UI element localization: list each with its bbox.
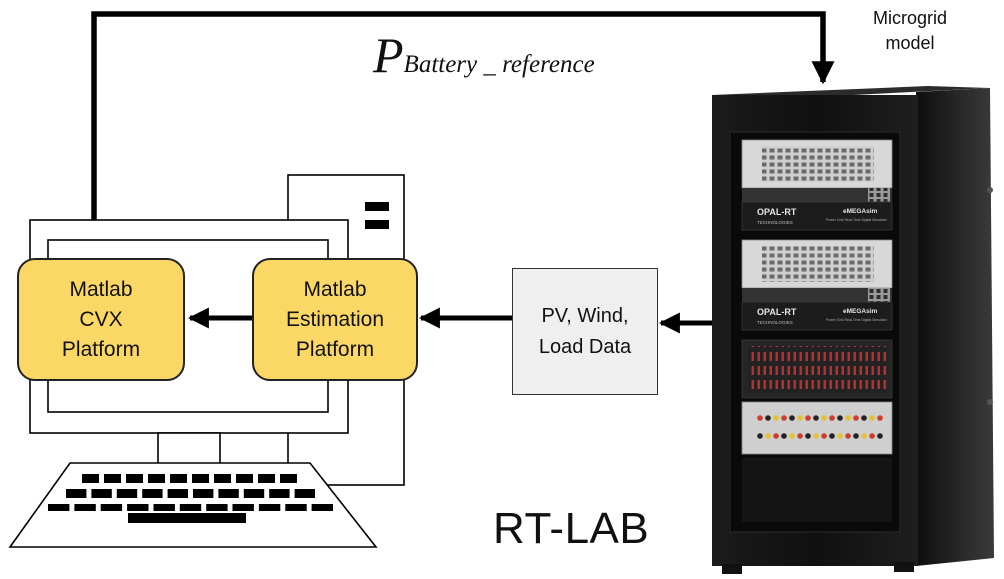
banana-jack	[757, 433, 763, 439]
key	[294, 489, 315, 498]
key	[167, 489, 188, 498]
banana-jack	[805, 433, 811, 439]
banana-jack	[869, 415, 875, 421]
key	[236, 474, 253, 483]
drive-slot-icon	[365, 202, 389, 211]
battery-reference-signal-label: PBattery _ reference	[373, 26, 595, 84]
data-block: PV, Wind, Load Data	[512, 268, 658, 395]
banana-jack	[837, 433, 843, 439]
key	[127, 504, 149, 511]
banana-jack	[821, 415, 827, 421]
banana-jack	[829, 433, 835, 439]
simulator-unit-2: OPAL-RT TECHNOLOGIES eMEGAsim Power Grid…	[741, 239, 893, 331]
banana-jack	[813, 415, 819, 421]
banana-jack	[789, 433, 795, 439]
key	[126, 474, 143, 483]
key	[285, 504, 307, 511]
banana-jack	[805, 415, 811, 421]
key	[153, 504, 175, 511]
key	[179, 504, 202, 511]
key	[104, 474, 121, 483]
key	[116, 489, 138, 498]
simulator-unit-4	[741, 401, 893, 455]
simulator-unit-3	[741, 339, 893, 399]
key	[280, 474, 297, 483]
feedback-signal-line	[91, 11, 835, 220]
banana-jack	[765, 415, 771, 421]
banana-jack	[861, 415, 867, 421]
key	[258, 504, 281, 511]
key	[170, 474, 187, 483]
banana-jack	[829, 415, 835, 421]
banana-jack	[781, 415, 787, 421]
key	[206, 504, 228, 511]
key	[243, 489, 265, 498]
banana-jack	[781, 433, 787, 439]
key	[142, 489, 163, 498]
rack-brand-sub: TECHNOLOGIES	[757, 320, 793, 325]
banana-jack	[877, 415, 883, 421]
rt-lab-label: RT-LAB	[493, 504, 650, 553]
rack-model-sub: Power Grid Real-Time Digital Simulator	[826, 218, 888, 222]
banana-jack	[821, 433, 827, 439]
key	[193, 489, 214, 498]
banana-jack	[869, 433, 875, 439]
banana-jack	[773, 433, 779, 439]
monitor-stand	[157, 432, 221, 466]
drive-slot-icon	[365, 220, 389, 229]
key	[148, 474, 165, 483]
rack-model-sub: Power Grid Real-Time Digital Simulator	[826, 318, 888, 322]
key	[74, 504, 96, 511]
rack-brand-sub: TECHNOLOGIES	[757, 220, 793, 225]
banana-jack	[877, 433, 883, 439]
banana-jack	[861, 433, 867, 439]
key	[192, 474, 209, 483]
banana-jack	[797, 433, 803, 439]
keyboard-icon	[8, 462, 378, 548]
key	[91, 489, 112, 498]
cvx-platform-block: Matlab CVX Platform	[17, 258, 185, 381]
banana-jack	[845, 415, 851, 421]
opal-rt-simulator-rack: OPAL-RT TECHNOLOGIES eMEGAsim Power Grid…	[712, 86, 994, 574]
key	[214, 474, 231, 483]
key	[269, 489, 290, 498]
microgrid-model-label: Microgrid model	[872, 8, 947, 53]
rack-brand-label: OPAL-RT	[757, 207, 797, 217]
key	[232, 504, 254, 511]
rack-brand-label: OPAL-RT	[757, 307, 797, 317]
key	[258, 474, 275, 483]
banana-jack	[757, 415, 763, 421]
simulator-unit-1: OPAL-RT TECHNOLOGIES eMEGAsim Power Grid…	[741, 139, 893, 231]
rack-model-label: eMEGAsim	[843, 308, 878, 315]
key	[48, 504, 70, 511]
banana-jack	[853, 415, 859, 421]
banana-jack	[797, 415, 803, 421]
spacebar	[128, 513, 246, 523]
banana-jack	[765, 433, 771, 439]
key	[82, 474, 99, 483]
banana-jack	[789, 415, 795, 421]
banana-jack	[813, 433, 819, 439]
banana-jack	[837, 415, 843, 421]
key	[311, 504, 333, 511]
banana-jack	[845, 433, 851, 439]
key	[218, 489, 239, 498]
banana-jack	[773, 415, 779, 421]
signal-symbol: P	[373, 27, 404, 83]
estimation-platform-block: Matlab Estimation Platform	[252, 258, 418, 381]
key	[66, 489, 87, 498]
banana-jack	[853, 433, 859, 439]
key	[100, 504, 123, 511]
signal-subscript: Battery _ reference	[403, 51, 595, 78]
rack-model-label: eMEGAsim	[843, 208, 878, 215]
